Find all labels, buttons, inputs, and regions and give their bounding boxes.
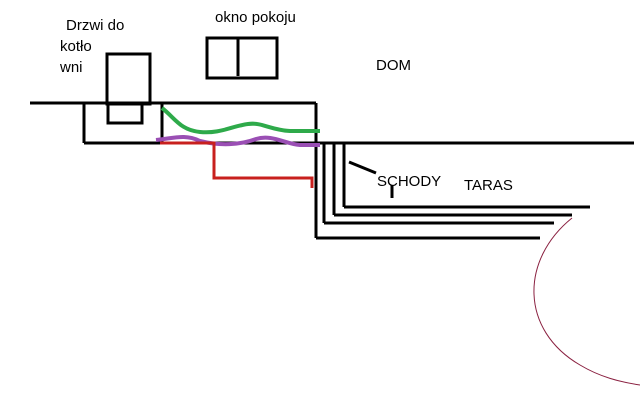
- window-label: okno pokoju: [215, 9, 296, 26]
- room-window: [205, 36, 279, 80]
- boiler-room-door: [105, 52, 152, 125]
- stairs-label: SCHODY: [377, 173, 441, 190]
- garden-arc: [533, 217, 640, 386]
- house-outline: [30, 101, 634, 238]
- door-label-line-2: kotło: [60, 38, 92, 55]
- door-label-line-3: wni: [59, 59, 83, 76]
- terrace-label: TARAS: [464, 177, 513, 194]
- door-label-line-1: Drzwi do: [66, 17, 124, 34]
- stairs-steps: [316, 143, 590, 240]
- house-label: DOM: [376, 57, 411, 74]
- purple-route-line: [155, 135, 320, 147]
- green-route-line: [160, 106, 320, 135]
- red-route-line: [160, 141, 314, 188]
